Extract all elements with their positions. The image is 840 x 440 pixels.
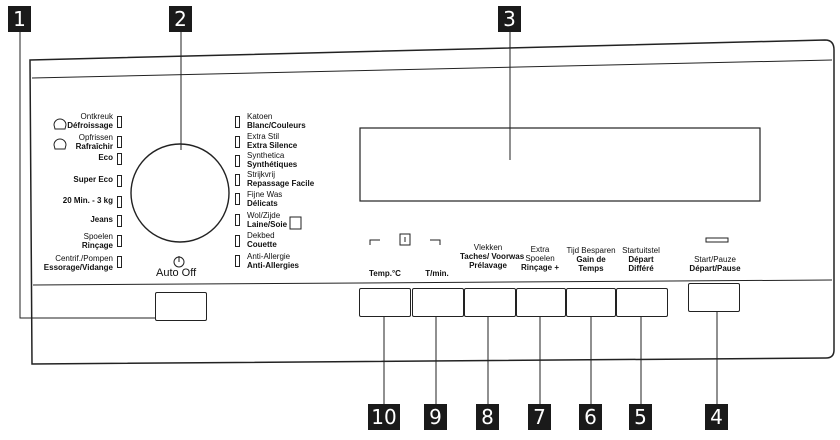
program-led xyxy=(235,174,240,186)
anti-crease-icon xyxy=(53,138,67,150)
spin-label: T/min. xyxy=(425,269,449,278)
callout-8: 8 xyxy=(476,404,499,430)
panel-top-edge xyxy=(31,59,833,79)
child-lock-icon xyxy=(399,233,411,246)
program-led xyxy=(235,214,240,226)
callout-9: 9 xyxy=(424,404,447,430)
auto-off-label: Auto Off xyxy=(156,267,197,279)
bracket-left xyxy=(369,239,380,245)
program-led xyxy=(117,116,122,128)
display-window xyxy=(359,127,761,202)
callout-6: 6 xyxy=(579,404,602,430)
program-led xyxy=(117,136,122,148)
auto-off-button[interactable] xyxy=(155,292,207,321)
panel-border xyxy=(29,39,835,365)
spin-button[interactable] xyxy=(412,288,464,317)
program-led xyxy=(117,153,122,165)
start-pause-button[interactable] xyxy=(688,283,740,312)
callout-10: 10 xyxy=(368,404,400,430)
leader-1 xyxy=(19,30,160,319)
time-save-button[interactable] xyxy=(566,288,616,317)
temp-button[interactable] xyxy=(359,288,411,317)
callout-1: 1 xyxy=(8,6,31,32)
program-led xyxy=(235,136,240,148)
program-led xyxy=(235,155,240,167)
program-led xyxy=(235,116,240,128)
callout-7: 7 xyxy=(528,404,551,430)
program-led xyxy=(117,196,122,208)
callout-5: 5 xyxy=(629,404,652,430)
program-label: 20 Min. - 3 kg xyxy=(62,196,113,205)
program-led xyxy=(117,256,122,268)
callout-2: 2 xyxy=(169,6,192,32)
callout-3: 3 xyxy=(498,6,521,32)
wool-icon xyxy=(289,216,302,230)
program-led xyxy=(235,193,240,205)
program-label: Super Eco xyxy=(73,175,113,184)
refresh-icon xyxy=(53,118,67,130)
program-led xyxy=(117,235,122,247)
program-led xyxy=(235,255,240,267)
delay-start-button[interactable] xyxy=(616,288,668,317)
prewash-button[interactable] xyxy=(464,288,516,317)
panel-lower-edge xyxy=(32,279,833,286)
program-led xyxy=(117,175,122,187)
extra-rinse-button[interactable] xyxy=(516,288,566,317)
start-indicator-led xyxy=(705,237,729,243)
bracket-right xyxy=(430,239,441,245)
temp-label: Temp.°C xyxy=(369,269,401,278)
program-led xyxy=(117,215,122,227)
program-dial[interactable] xyxy=(130,143,230,243)
program-label: Eco xyxy=(98,153,113,162)
program-led xyxy=(235,235,240,247)
callout-4: 4 xyxy=(705,404,728,430)
program-label: Jeans xyxy=(90,215,113,224)
